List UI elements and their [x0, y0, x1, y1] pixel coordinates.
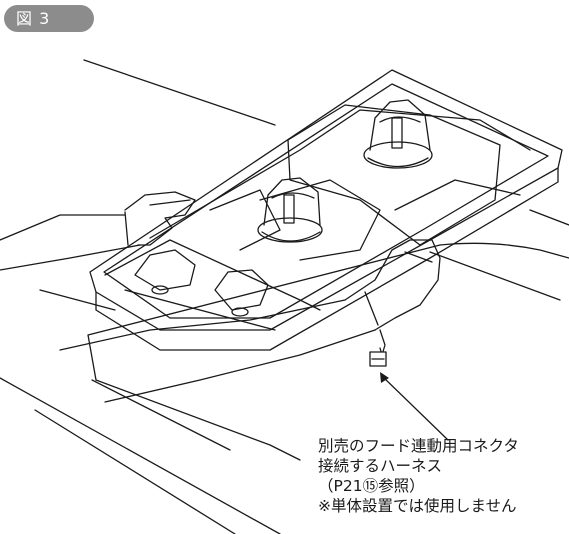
callout-line: 接続するハーネス: [318, 457, 443, 475]
leader-arrow: [380, 372, 449, 441]
igniter-parts: [124, 249, 276, 331]
left-arm: [0, 191, 196, 271]
harness-callout: 別売のフード連動用コネクタ 接続するハーネス （P21⑮参照） ※単体設置では使…: [318, 436, 569, 516]
countertop-lines: [0, 59, 569, 534]
figure-badge: 図 3: [4, 5, 94, 32]
callout-line: 別売のフード連動用コネクタ: [318, 437, 519, 455]
callout-line: ※単体設置では使用しません: [318, 497, 517, 515]
callout-line: （P21⑮参照）: [318, 477, 425, 495]
cutout-opening: [87, 242, 569, 381]
burner-back: [363, 99, 433, 169]
burner-tray: [89, 69, 563, 331]
burner-front: [257, 177, 323, 243]
right-arm: [59, 239, 441, 403]
harness-connector: [369, 347, 387, 367]
